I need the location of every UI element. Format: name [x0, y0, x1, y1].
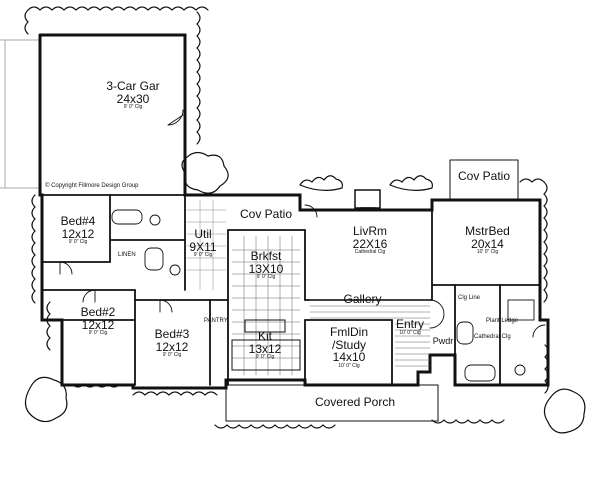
room-bed3: Bed#3 12x12 9' 0" Clg — [138, 328, 206, 358]
label-clg-line: Clg Line — [458, 295, 481, 301]
room-entry: Entry 10' 0" Clg — [390, 318, 430, 336]
room-name: Bed#4 — [60, 214, 96, 228]
room-mstrbed: MstrBed 20x14 10' 0" Clg — [440, 225, 535, 255]
room-ceiling: 10' 0" Clg — [338, 362, 360, 369]
room-size: 12x12 — [61, 226, 95, 241]
room-util: Util 9X11 9' 0" Clg — [186, 228, 220, 258]
tree-bottom-right — [543, 388, 586, 434]
kitchen-grid — [231, 235, 301, 376]
shrub-border-right — [519, 178, 549, 394]
room-name: Bed#2 — [80, 305, 116, 319]
room-name: FmlDin — [330, 325, 368, 339]
kitchen-counters — [231, 319, 301, 371]
room-fmldin: FmlDin /Study 14x10 10' 0" Clg — [310, 326, 388, 369]
room-size: 12x12 — [155, 339, 189, 354]
fixtures — [111, 209, 535, 382]
fireplace — [354, 189, 381, 209]
room-ceiling: 9' 0" Clg — [123, 104, 143, 111]
room-ceiling: 9' 0" Clg — [88, 330, 108, 337]
driveway-lines — [0, 39, 41, 189]
room-kit: Kit 13x12 9' 0" Clg — [240, 330, 290, 360]
porch-outline — [225, 384, 439, 422]
room-name: 3-Car Gar — [106, 79, 160, 93]
room-name: Entry — [395, 317, 424, 331]
shrub-border-left — [31, 194, 51, 351]
room-pwdr: Pwdr — [432, 336, 454, 346]
label-plant-ledge: Plant Ledge — [486, 318, 519, 324]
room-bed2: Bed#2 12x12 9' 0" Clg — [65, 306, 131, 336]
room-size: 22X16 — [352, 236, 388, 251]
room-ceiling: 9' 0" Clg — [255, 354, 275, 361]
room-ceiling: 9' 0" Clg — [68, 239, 88, 246]
rear-patio-outline — [449, 159, 519, 201]
door-swings — [59, 109, 546, 338]
room-size: 14x10 — [332, 350, 366, 365]
room-ceiling: 10' 0" Clg — [399, 329, 421, 336]
room-name: LivRm — [352, 224, 387, 238]
room-brkfst: Brkfst 13X10 9' 0" Clg — [232, 250, 300, 280]
room-livrm: LivRm 22X16 Cathedral Clg — [315, 225, 425, 255]
room-size: 24x30 — [116, 91, 150, 106]
room-ceiling: 9' 0" Clg — [193, 252, 213, 259]
room-name: Brkfst — [250, 249, 282, 263]
room-size: 13x12 — [248, 341, 282, 356]
shrub-border-top — [24, 6, 209, 145]
label-cathedral-clg: Cathedral Clg — [474, 334, 511, 340]
room-size: 20x14 — [471, 236, 504, 251]
room-name: Util — [194, 227, 212, 241]
exterior-walls — [38, 33, 550, 390]
room-ceiling: 10' 0" Clg — [476, 249, 499, 256]
shrub-cluster — [181, 151, 433, 194]
utility-tile — [186, 199, 227, 291]
copyright-text: © Copyright Fillmore Design Group — [45, 183, 139, 189]
room-name-line2: /Study — [331, 337, 367, 352]
room-cov-patio-right: Cov Patio — [457, 169, 511, 183]
room-bed4: Bed#4 12x12 9' 0" Clg — [48, 215, 108, 245]
room-name: Kit — [257, 329, 272, 343]
room-ceiling: Cathedral Clg — [354, 249, 386, 256]
room-garage: 3-Car Gar 24x30 9' 0" Clg — [88, 80, 178, 110]
label-linen: LINEN — [118, 252, 136, 258]
room-ceiling: 9' 0" Clg — [256, 274, 276, 281]
room-name: Bed#3 — [154, 327, 190, 341]
room-name: MstrBed — [465, 224, 510, 238]
room-ceiling: 9' 0" Clg — [162, 352, 182, 359]
room-size: 12x12 — [81, 317, 115, 332]
room-size: 9X11 — [189, 239, 217, 254]
room-size: 13X10 — [248, 261, 284, 276]
label-pantry: PANTRY — [204, 318, 228, 324]
room-gallery: Gallery — [343, 292, 382, 306]
tree-bottom-left — [24, 376, 68, 423]
room-cov-patio-left: Cov Patio — [239, 207, 293, 221]
interior-walls — [41, 194, 549, 386]
gallery-brick — [309, 299, 431, 367]
room-covered-porch: Covered Porch — [314, 395, 396, 409]
